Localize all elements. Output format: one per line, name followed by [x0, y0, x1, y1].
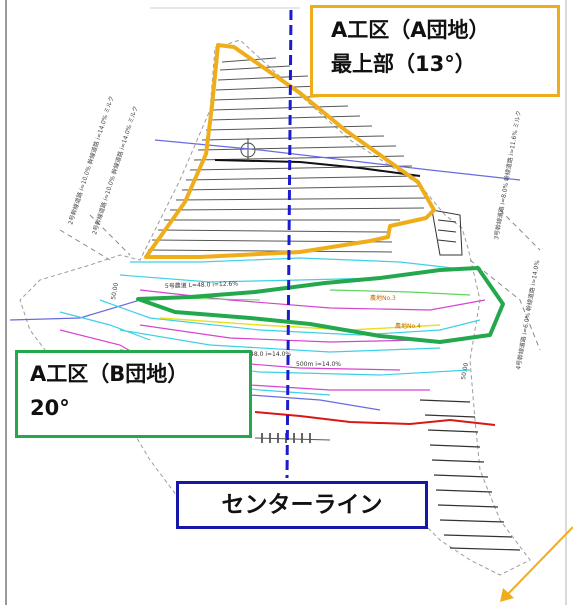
- red-boundary: [254, 411, 496, 426]
- right-notes: 3号幹線道路 i=8.0% 幹線道路 i=11.6% ミルク: [492, 110, 523, 241]
- arrow-shaft: [503, 526, 573, 599]
- arrow-head-icon: [500, 588, 514, 602]
- center-line: [285, 9, 293, 479]
- upper-road: [214, 159, 421, 177]
- upper-field-rows: [147, 57, 427, 253]
- zone-a-outline[interactable]: [144, 43, 436, 259]
- small-num-1: 50.00: [110, 282, 120, 300]
- yellow-line: [159, 317, 441, 331]
- callout-zone-a-line2: 最上部（13°）: [331, 52, 476, 76]
- callout-center-label: センターライン: [221, 492, 383, 518]
- gray-dashes: [59, 209, 541, 351]
- small-num-2: 50.00: [460, 362, 470, 380]
- left-notes: 2号幹線道路 i=10.0% 幹線道路 i=14.0% ミルク: [66, 95, 115, 226]
- zone-b-outline[interactable]: [136, 266, 505, 344]
- callout-zone-b: A工区（B団地） 20°: [15, 350, 252, 438]
- right-field-rows: [419, 399, 521, 551]
- right-notes-lower: 4号幹線道路 i=6.0% 幹線道路 i=14.0%: [514, 259, 541, 370]
- site-boundary: [19, 39, 531, 576]
- callout-zone-b-line1: A工区（B団地）: [30, 362, 189, 386]
- road-label-upper: 5号農道 L=48.0 i=12.6%: [165, 279, 239, 290]
- road-label-lower: 4号農道 L=48.0 i=14.0%: [218, 350, 291, 358]
- callout-zone-b-line2: 20°: [30, 396, 70, 420]
- callout-center-line: センターライン: [176, 481, 428, 529]
- right-structure: [431, 209, 463, 256]
- light-green-line: [329, 289, 471, 296]
- plot-label-2: 農地No.4: [395, 322, 421, 330]
- left-notes-2: 2号幹線道路 i=10.0% 幹線道路 i=14.0% ミルク: [90, 105, 139, 236]
- mid-label: 500m i=14.0%: [296, 361, 341, 368]
- plot-label-1: 農地No.3: [370, 294, 396, 302]
- callout-zone-a: A工区（A団地） 最上部（13°）: [310, 5, 560, 97]
- callout-zone-a-line1: A工区（A団地）: [331, 18, 490, 42]
